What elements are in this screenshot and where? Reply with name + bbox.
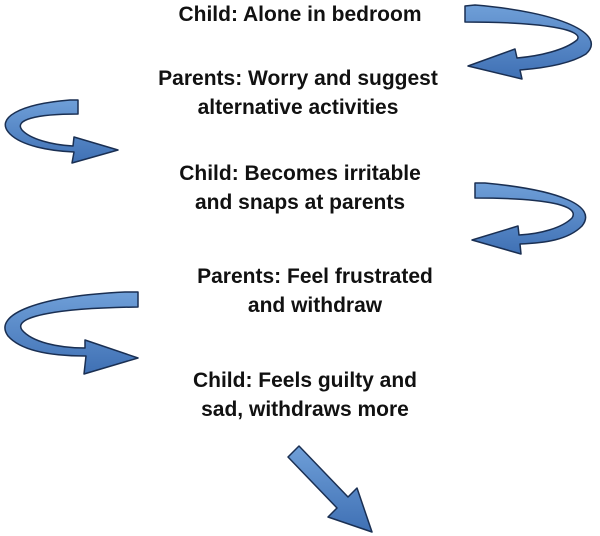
step-parents-frustrated-line-2: and withdraw xyxy=(247,294,383,317)
step-parents-worry: Parents: Worry and suggest alternative a… xyxy=(128,64,468,122)
step-child-irritable-line-2: and snaps at parents xyxy=(194,191,406,214)
step-parents-worry-line-1: Parents: Worry and suggest xyxy=(158,67,438,90)
step-child-guilty: Child: Feels guilty and sad, withdraws m… xyxy=(150,366,460,424)
step-parents-frustrated: Parents: Feel frustrated and withdraw xyxy=(165,262,465,320)
step-child-irritable-line-1: Child: Becomes irritable xyxy=(179,162,421,185)
step-parents-frustrated-line-1: Parents: Feel frustrated xyxy=(197,265,433,288)
diagonal-down-arrow-icon xyxy=(287,445,373,533)
step-parents-worry-line-2: alternative activities xyxy=(197,96,399,119)
step-child-alone: Child: Alone in bedroom xyxy=(150,0,450,29)
curved-arrow-left-1-icon xyxy=(4,99,119,164)
curved-arrow-right-1-icon xyxy=(464,4,593,80)
curved-arrow-right-2-icon xyxy=(471,182,587,255)
step-child-alone-text: Child: Alone in bedroom xyxy=(178,3,422,26)
step-child-irritable: Child: Becomes irritable and snaps at pa… xyxy=(145,159,455,217)
curved-arrow-left-2-icon xyxy=(4,291,139,375)
step-child-guilty-line-2: sad, withdraws more xyxy=(201,398,409,421)
step-child-guilty-line-1: Child: Feels guilty and xyxy=(192,369,418,392)
